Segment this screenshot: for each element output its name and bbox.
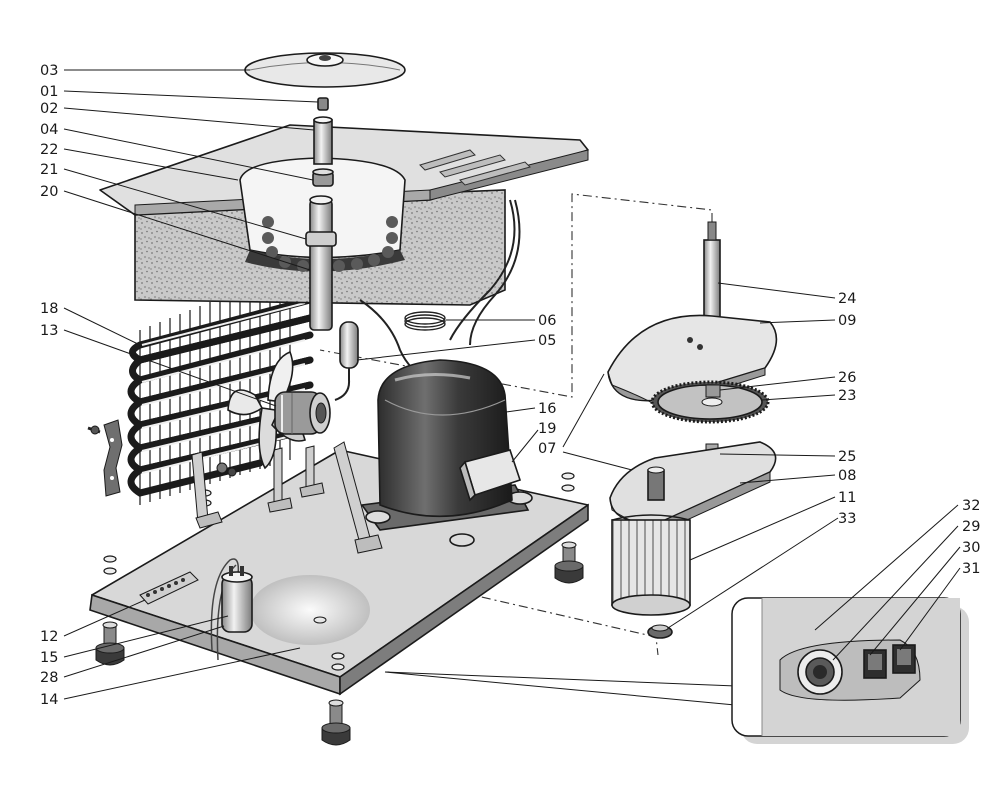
gearbox-base — [609, 441, 777, 531]
label-24: 24 — [838, 291, 856, 307]
label-12: 12 — [40, 629, 58, 645]
terminal-strip — [139, 571, 199, 605]
motor-foot — [647, 624, 673, 639]
gear-large — [650, 380, 770, 424]
foot-left — [95, 621, 125, 666]
evaporator-shaft — [305, 195, 337, 331]
thermostat-knob — [797, 649, 843, 695]
mount-brackets — [191, 441, 383, 554]
leader-lines — [63, 69, 961, 700]
label-16: 16 — [538, 401, 556, 417]
label-31: 31 — [962, 561, 980, 577]
label-29: 29 — [962, 519, 980, 535]
label-30: 30 — [962, 540, 980, 556]
lid — [244, 52, 406, 88]
gearbox-cover — [607, 314, 778, 409]
label-13: 13 — [40, 323, 58, 339]
fan-assembly — [227, 350, 331, 470]
capacitor — [210, 558, 253, 661]
label-05: 05 — [538, 333, 556, 349]
label-04: 04 — [40, 122, 58, 138]
label-19: 19 — [538, 421, 556, 437]
label-06: 06 — [538, 313, 556, 329]
label-33: 33 — [838, 511, 856, 527]
part-labels: 03 01 02 04 22 21 20 18 13 12 15 28 14 2… — [40, 63, 980, 708]
control-panel-inset — [384, 597, 969, 744]
cord-and-tubing — [334, 199, 521, 401]
label-11: 11 — [838, 490, 856, 506]
label-23: 23 — [838, 388, 856, 404]
label-22: 22 — [40, 142, 58, 158]
label-03: 03 — [40, 63, 58, 79]
side-clip — [87, 419, 237, 497]
foot-right — [554, 541, 584, 584]
label-28: 28 — [40, 670, 58, 686]
label-15: 15 — [40, 650, 58, 666]
foot-front — [321, 699, 351, 746]
label-21: 21 — [40, 162, 58, 178]
indicator-switch — [892, 644, 916, 674]
label-09: 09 — [838, 313, 856, 329]
condenser-coil — [127, 270, 314, 505]
compressor — [360, 359, 533, 547]
compressor-relay-box — [459, 449, 522, 502]
label-07: 07 — [538, 441, 556, 457]
label-25: 25 — [838, 449, 856, 465]
label-08: 08 — [838, 468, 856, 484]
gearbox-assembly — [607, 221, 778, 639]
top-shaft-parts — [312, 97, 334, 187]
label-26: 26 — [838, 370, 856, 386]
gear-motor — [611, 514, 691, 616]
label-01: 01 — [40, 84, 58, 100]
cabinet-top — [99, 124, 589, 306]
label-14: 14 — [40, 692, 58, 708]
feet — [95, 541, 584, 746]
label-02: 02 — [40, 101, 58, 117]
label-32: 32 — [962, 498, 980, 514]
label-18: 18 — [40, 301, 58, 317]
label-20: 20 — [40, 184, 58, 200]
power-switch — [863, 649, 887, 679]
